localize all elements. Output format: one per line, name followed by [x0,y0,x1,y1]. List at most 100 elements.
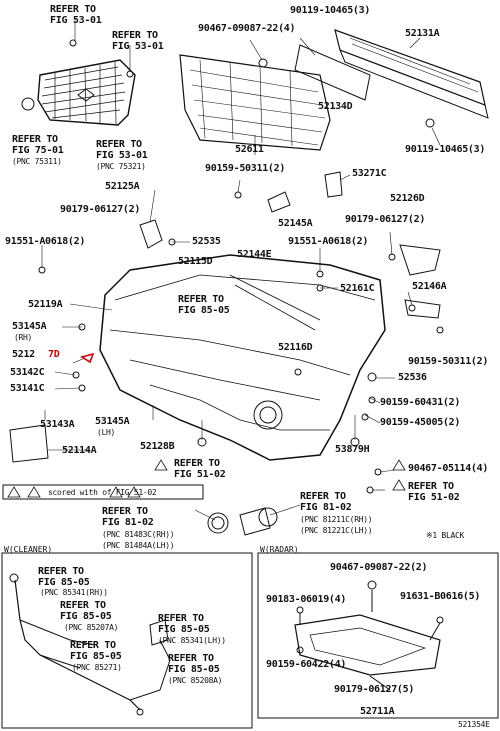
label-ref-51-02-a-fig[interactable]: FIG 51-02 [174,469,226,480]
label-pnc-81221C: (PNC 81221C(LH)) [300,526,373,535]
label-ref-85-05-a-fig[interactable]: FIG 85-05 [178,305,230,316]
label-cl-ref2-fig[interactable]: FIG 85-05 [60,611,112,622]
label-cl-ref4[interactable]: REFER TO [70,640,116,651]
label-52161C: 52161C [340,283,375,294]
label-90119-10465-3b: 90119-10465(3) [405,144,486,155]
bracket-52145A [267,191,291,213]
radar-cover-drawing [294,580,444,691]
bumper-reinforcement-drawing [258,29,489,128]
section-label-cleaner: W(CLEANER) [4,545,53,554]
cleaner-harness-drawing [9,573,171,716]
label-53142C: 53142C [10,367,45,378]
label-53145A-lh: 53145A [95,416,130,427]
label-ref-85-05-a[interactable]: REFER TO [178,294,224,305]
label-90119-10465-3: 90119-10465(3) [290,5,371,16]
label-ref-53-01-a[interactable]: REFER TO [50,4,96,15]
label-53141C: 53141C [10,383,45,394]
label-cl-ref2[interactable]: REFER TO [60,600,106,611]
bumper-cover-drawing [99,254,386,461]
label-black-note: ※1 BLACK [426,531,465,540]
label-ref-75-01[interactable]: REFER TO [12,134,58,145]
label-52536: 52536 [398,372,427,383]
section-label-radar: W(RADAR) [260,545,299,554]
label-52127D-highlight: 7D [48,349,60,360]
label-cl-pnc1: (PNC 85341(RH)) [40,588,108,597]
label-rd-52711A: 52711A [360,706,395,717]
label-cl-ref3[interactable]: REFER TO [158,613,204,624]
label-pnc-81211C: (PNC 81211C(RH)) [300,515,373,524]
retainer-53271C [324,171,343,198]
bracket-52146A [404,299,441,319]
energy-absorber-drawing [179,54,331,151]
bracket-52126D [399,244,441,276]
fasteners [38,39,444,494]
label-ref-51-02-b[interactable]: REFER TO [408,481,454,492]
label-cl-ref4-fig[interactable]: FIG 85-05 [70,651,122,662]
label-90179-06127-2a: 90179-06127(2) [60,204,141,215]
leader-lines [41,18,441,521]
label-52134D: 52134D [318,101,353,112]
label-52144E: 52144E [237,249,272,260]
label-53145A-rh: 53145A [12,321,47,332]
label-rd-91631: 91631-B0616(5) [400,591,481,602]
label-90159-45005-2: 90159-45005(2) [380,417,461,428]
label-ref-53-01-c-fig[interactable]: FIG 53-01 [96,150,148,161]
label-cl-ref3-fig[interactable]: FIG 85-05 [158,624,210,635]
label-pnc-81484A: (PNC 81484A(LH)) [102,541,175,550]
label-ref-53-01-c[interactable]: REFER TO [96,139,142,150]
license-bracket-drawing [9,424,49,463]
label-ref-81-02-b-fig[interactable]: FIG 81-02 [300,502,352,513]
label-cl-ref1-fig[interactable]: FIG 85-05 [38,577,90,588]
label-52116D: 52116D [278,342,313,353]
label-52119A: 52119A [28,299,63,310]
label-ref-81-02-a-fig[interactable]: FIG 81-02 [102,517,154,528]
label-cl-pnc5: (PNC 85208A) [168,676,223,685]
label-ref-75-01-fig[interactable]: FIG 75-01 [12,145,64,156]
label-90467-09087-22-4: 90467-09087-22(4) [198,23,296,34]
label-pnc-81483C: (PNC 81483C(RH)) [102,530,175,539]
label-ref-53-01-b[interactable]: REFER TO [112,30,158,41]
label-91551-A0618-2a: 91551-A0618(2) [5,236,86,247]
label-52127D-prefix: 5212 [12,349,35,360]
label-ref-53-01-a-fig[interactable]: FIG 53-01 [50,15,102,26]
caution-note-frame [2,484,204,500]
label-90159-60431-2: 90159-60431(2) [380,397,461,408]
radiator-grille-drawing [21,59,136,126]
fog-lamp-drawing [207,507,278,536]
label-52114A: 52114A [62,445,97,456]
label-ref-81-02-b[interactable]: REFER TO [300,491,346,502]
label-pnc-75311: (PNC 75311) [12,157,62,166]
label-ref-53-01-b-fig[interactable]: FIG 53-01 [112,41,164,52]
label-cl-pnc3: (PNC 85341(LH)) [158,636,226,645]
label-cl-ref5[interactable]: REFER TO [168,653,214,664]
caution-note: scored with of FIG 51-02 [48,488,157,497]
label-52125A: 52125A [105,181,140,192]
label-cl-pnc4: (PNC 85271) [72,663,122,672]
label-53143A: 53143A [40,419,75,430]
label-90467-05114-4: 90467-05114(4) [408,463,489,474]
label-52131A: 52131A [405,28,440,39]
label-53271C: 53271C [352,168,387,179]
label-pnc-75321: (PNC 75321) [96,162,146,171]
label-52611: 52611 [235,144,264,155]
label-rd-90467: 90467-09087-22(2) [330,562,428,573]
label-52145A: 52145A [278,218,313,229]
cleaner-section-frame [1,552,253,729]
label-ref-51-02-b-fig[interactable]: FIG 51-02 [408,492,460,503]
label-cl-ref5-fig[interactable]: FIG 85-05 [168,664,220,675]
label-52126D: 52126D [390,193,425,204]
label-52146A: 52146A [412,281,447,292]
label-rd-90179: 90179-06127(5) [334,684,415,695]
bracket-52125A [139,219,163,249]
label-52128B: 52128B [140,441,175,452]
label-ref-51-02-a[interactable]: REFER TO [174,458,220,469]
label-cl-pnc2: (PNC 85207A) [64,623,119,632]
label-53879H: 53879H [335,444,370,455]
label-ref-81-02-a[interactable]: REFER TO [102,506,148,517]
label-52535: 52535 [192,236,221,247]
label-cl-ref1[interactable]: REFER TO [38,566,84,577]
label-rd-90183: 90183-06019(4) [266,594,347,605]
label-52115D: 52115D [178,256,213,267]
figure-code: 521354E [458,720,490,729]
